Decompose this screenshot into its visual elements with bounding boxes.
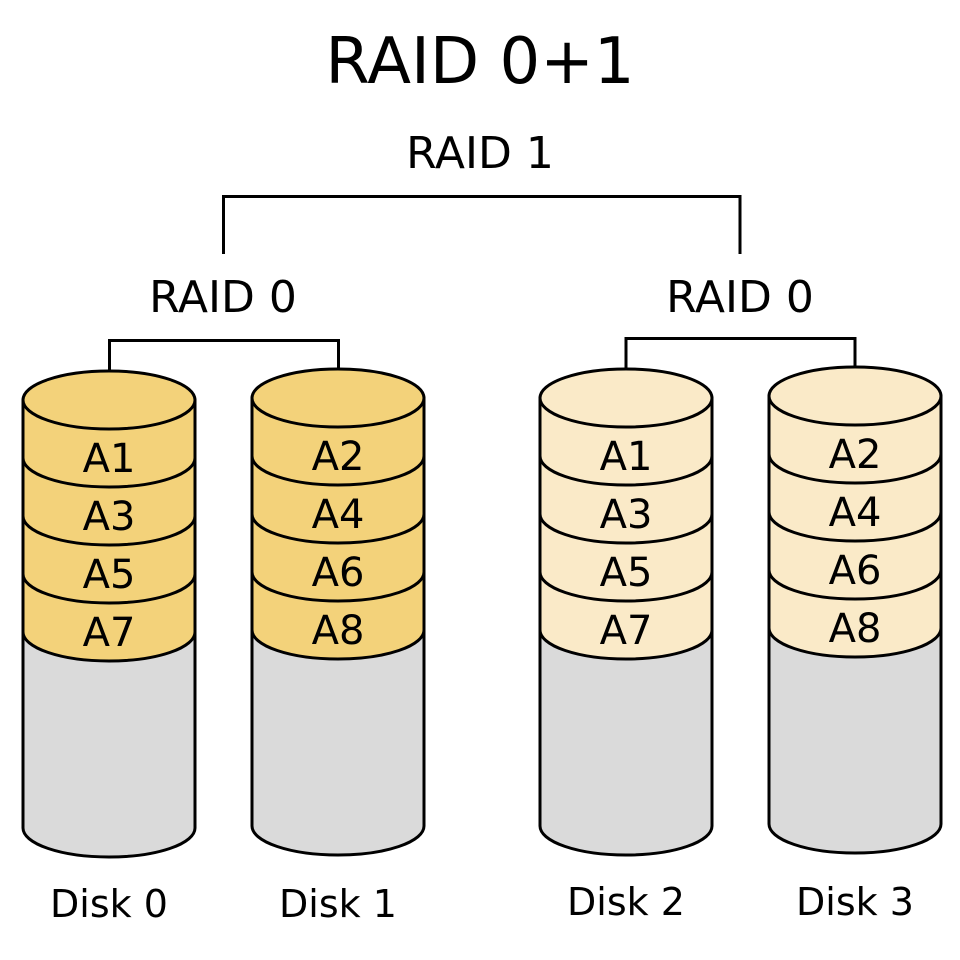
disk-0-data-region (21, 398, 197, 663)
block-label: A5 (600, 550, 653, 596)
block-label: A7 (600, 608, 653, 654)
block-label: A8 (829, 606, 882, 652)
block-label: A8 (312, 608, 365, 654)
raid-0-group-right: RAID 0 (624, 272, 857, 396)
raid-1-connector (222, 195, 742, 254)
block-separator (21, 573, 197, 605)
block-separator (250, 513, 426, 545)
block-separator (538, 513, 714, 545)
block-separator (21, 515, 197, 547)
disk-1-data-region (250, 396, 426, 661)
disk-3-top (767, 365, 943, 427)
raid-0-label-right: RAID 0 (666, 272, 814, 323)
block-separator (21, 457, 197, 489)
block-label: A2 (829, 432, 882, 478)
block-label: A4 (829, 490, 882, 536)
block-separator (250, 455, 426, 487)
block-separator (538, 455, 714, 487)
block-label: A1 (83, 436, 136, 482)
block-label: A3 (83, 494, 136, 540)
block-separator (538, 571, 714, 603)
diagram-title: RAID 0+1 (325, 25, 634, 99)
block-separator (250, 571, 426, 603)
block-separator (767, 511, 943, 543)
block-label: A5 (83, 552, 136, 598)
block-separator (767, 569, 943, 601)
disk-1-label: Disk 1 (279, 882, 397, 926)
block-label: A4 (312, 492, 365, 538)
block-label: A6 (312, 550, 365, 596)
block-label: A3 (600, 492, 653, 538)
disk-0-top (21, 369, 197, 431)
block-separator (767, 453, 943, 485)
block-label: A6 (829, 548, 882, 594)
raid-1-label: RAID 1 (406, 128, 554, 179)
raid-0-label-left: RAID 0 (149, 272, 297, 323)
disk-2-label: Disk 2 (567, 880, 685, 924)
disk-2-data-region (538, 396, 714, 661)
block-label: A1 (600, 434, 653, 480)
disk-3-label: Disk 3 (796, 880, 914, 924)
disk-3-data-region (767, 394, 943, 659)
disk-0-label: Disk 0 (50, 882, 168, 926)
block-label: A7 (83, 610, 136, 656)
disk-1-top (250, 367, 426, 429)
disk-2-top (538, 367, 714, 429)
block-label: A2 (312, 434, 365, 480)
